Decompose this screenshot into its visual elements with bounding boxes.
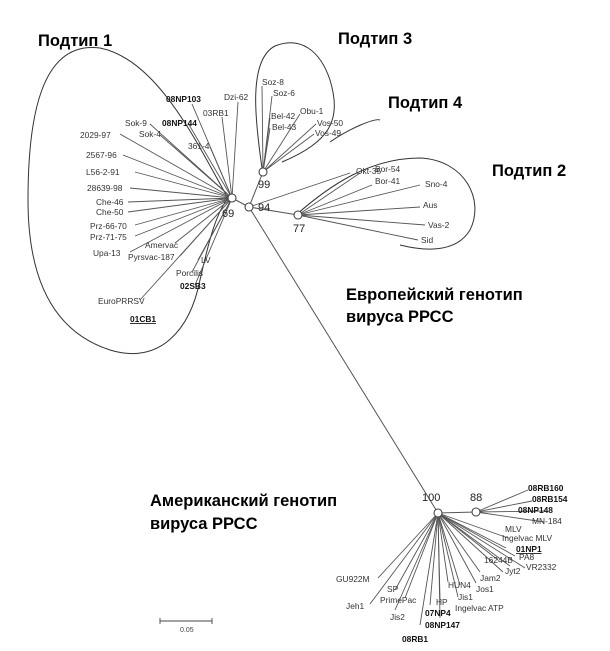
taxon-Vos-50: Vos-50 [317, 118, 343, 128]
subtype4-outline [329, 119, 381, 143]
taxon-Soz-8: Soz-8 [262, 77, 284, 87]
taxon-Ingelvac-MLV: Ingelvac MLV [502, 533, 553, 543]
taxon-2567-96: 2567-96 [86, 150, 117, 160]
taxon-MLV: MLV [505, 524, 522, 534]
branch-94-99 [248, 171, 264, 208]
taxon-361-4: 361-4 [188, 141, 210, 151]
taxon-PA8: PA8 [519, 552, 535, 562]
taxon-01NP1: 01NP1 [516, 544, 542, 554]
subtype2-outline [295, 157, 476, 250]
branch-100-88 [437, 511, 477, 514]
taxon-Vos-49: Vos-49 [315, 128, 341, 138]
subtype3-clade: Soz-8 Soz-6 Obu-1 Bel-42 Bel-43 Vos-50 V… [261, 77, 343, 173]
subtype4-title: Подтип 4 [388, 94, 463, 112]
node-69 [227, 193, 237, 203]
bootstrap-77: 77 [293, 223, 305, 235]
taxon-08RB160: 08RB160 [528, 483, 564, 493]
taxon-Porcilis: Porcilis [176, 268, 203, 278]
taxon-PrimePac: PrimePac [380, 595, 416, 605]
taxon-08NP144: 08NP144 [162, 118, 197, 128]
taxon-LV: LV [201, 255, 211, 265]
american-title-line2: вируса РРСС [150, 515, 258, 533]
taxon-08NP148: 08NP148 [518, 505, 553, 515]
node-99 [258, 167, 268, 177]
subtype3-outline [255, 42, 335, 169]
european-title-line1: Европейский генотип [346, 286, 523, 304]
taxon-Jis2: Jis2 [390, 612, 405, 622]
taxon-Upa-13: Upa-13 [93, 248, 121, 258]
taxon-HUN4: HUN4 [448, 580, 471, 590]
trunk-branch [248, 206, 439, 514]
taxon-Jis1: Jis1 [458, 592, 473, 602]
taxon-03RB1: 03RB1 [203, 108, 229, 118]
taxon-MN-184: MN-184 [532, 516, 562, 526]
node-77 [293, 210, 303, 220]
taxon-Sno-4: Sno-4 [425, 179, 448, 189]
taxon-08RB154: 08RB154 [532, 494, 568, 504]
taxon-Sid: Sid [421, 235, 433, 245]
taxon-Che-50: Che-50 [96, 207, 124, 217]
taxon-Obu-1: Obu-1 [300, 106, 324, 116]
taxon-SP: SP [387, 584, 399, 594]
taxon-08NP147: 08NP147 [425, 620, 460, 630]
taxon-Bor-41: Bor-41 [375, 176, 400, 186]
subtype3-title: Подтип 3 [338, 30, 412, 48]
taxon-Jos1: Jos1 [476, 584, 494, 594]
taxon-L56-2-91: L56-2-91 [86, 167, 120, 177]
taxon-08RB1: 08RB1 [402, 634, 428, 644]
taxon-Sok-4: Sok-4 [139, 129, 161, 139]
taxon-02SB3: 02SB3 [180, 281, 206, 291]
taxon-Jam2: Jam2 [480, 573, 501, 583]
taxon-Bel-42: Bel-42 [271, 111, 296, 121]
taxon-Sok-9: Sok-9 [125, 118, 147, 128]
european-title-line2: вируса РРСС [346, 308, 454, 326]
taxon-Che-46: Che-46 [96, 197, 124, 207]
node-94 [244, 202, 254, 212]
taxon-Bor-54: Bor-54 [375, 164, 400, 174]
branch-94-77 [248, 206, 299, 216]
taxon-VR2332: VR2332 [526, 562, 557, 572]
taxon-Pyrsvac-187: Pyrsvac-187 [128, 252, 175, 262]
taxon-2029-97: 2029-97 [80, 130, 111, 140]
taxon-Aus: Aus [423, 200, 437, 210]
taxon-EuroPRRSV: EuroPRRSV [98, 296, 145, 306]
taxon-08NP103: 08NP103 [166, 94, 201, 104]
bootstrap-88: 88 [470, 492, 482, 504]
taxon-16244B: 16244B [484, 555, 513, 565]
subtype1-outline [27, 47, 229, 354]
taxon-GU922M: GU922M [336, 574, 370, 584]
taxon-Okt-35: Okt-35 [356, 166, 381, 176]
american-title-line1: Американский генотип [150, 492, 337, 510]
node-88 [471, 507, 481, 517]
taxon-Jeh1: Jeh1 [346, 601, 365, 611]
bootstrap-94: 94 [258, 202, 270, 214]
taxon-Prz-66-70: Prz-66-70 [90, 221, 127, 231]
taxon-Prz-71-75: Prz-71-75 [90, 232, 127, 242]
american-clade: 08RB160 08RB154 08NP148 MN-184 MLV Ingel… [336, 483, 568, 644]
bootstrap-100: 100 [422, 492, 440, 504]
taxon-Dzi-62: Dzi-62 [224, 92, 249, 102]
subtype1-title: Подтип 1 [38, 32, 112, 50]
subtype2-title: Подтип 2 [492, 162, 566, 180]
taxon-Amervac: Amervac [145, 240, 178, 250]
taxon-28639-98: 28639-98 [87, 183, 123, 193]
taxon-01CB1: 01CB1 [130, 314, 156, 324]
subtype1-clade: 08NP103 Dzi-62 03RB1 08NP144 Sok-9 Sok-4… [80, 92, 249, 324]
bootstrap-69: 69 [222, 208, 234, 220]
taxon-Vas-2: Vas-2 [428, 220, 450, 230]
taxon-HP: HP [436, 597, 448, 607]
taxon-Ingelvac-ATP: Ingelvac ATP [455, 603, 504, 613]
taxon-Jyt2: Jyt2 [505, 566, 521, 576]
node-100 [433, 508, 443, 518]
scale-bar-label: 0.05 [180, 627, 194, 634]
taxon-Soz-6: Soz-6 [273, 88, 295, 98]
taxon-07NP4: 07NP4 [425, 608, 451, 618]
taxon-Bel-43: Bel-43 [272, 122, 297, 132]
subtype2-clade: Okt-35 Bor-54 Bor-41 Sno-4 Aus Vas-2 Sid [248, 164, 450, 245]
scale-bar: 0.05 [159, 618, 213, 634]
bootstrap-99: 99 [258, 179, 270, 191]
